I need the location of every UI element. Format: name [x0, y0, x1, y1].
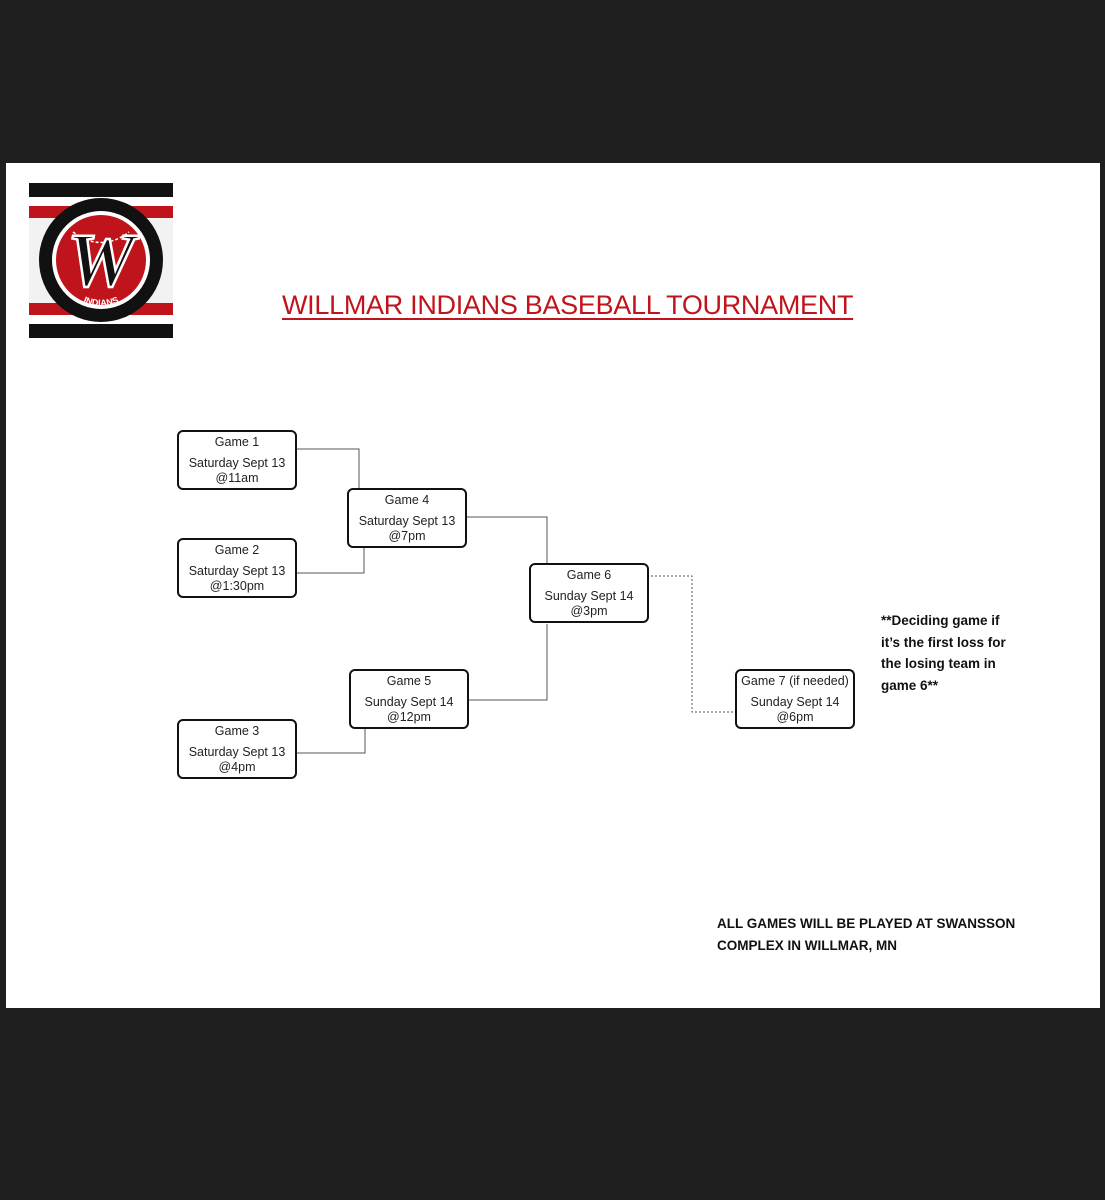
connector-game1-game4	[296, 448, 360, 488]
game-date: Saturday Sept 13	[358, 514, 456, 528]
connector-game5-game6	[467, 624, 548, 701]
game-2-box: Game 2 Saturday Sept 13 @1:30pm	[177, 538, 297, 598]
game-date: Sunday Sept 14	[364, 695, 454, 709]
logo-graphic: WILLMAR INDIANS W	[29, 183, 173, 338]
game-time: @7pm	[388, 529, 426, 543]
bracket-sheet: WILLMAR INDIANS W WILLMAR INDIANS BASEBA…	[6, 163, 1100, 1008]
page-title: WILLMAR INDIANS BASEBALL TOURNAMENT	[282, 290, 854, 320]
game-time: @12pm	[387, 710, 431, 724]
game-time: @1:30pm	[209, 579, 265, 593]
game-time: @6pm	[776, 710, 814, 724]
game-time: @11am	[215, 471, 259, 485]
game-name: Game 4	[384, 493, 430, 507]
game-date: Saturday Sept 13	[188, 456, 286, 470]
game-3-box: Game 3 Saturday Sept 13 @4pm	[177, 719, 297, 779]
game-1-box: Game 1 Saturday Sept 13 @11am	[177, 430, 297, 490]
game-name: Game 1	[214, 435, 260, 449]
connector-game3-game5	[296, 729, 366, 754]
game-5-box: Game 5 Sunday Sept 14 @12pm	[349, 669, 469, 729]
game-name: Game 5	[386, 674, 432, 688]
game-date: Sunday Sept 14	[544, 589, 634, 603]
game-4-box: Game 4 Saturday Sept 13 @7pm	[347, 488, 467, 548]
game-time: @3pm	[570, 604, 608, 618]
bracket-connectors	[296, 448, 735, 754]
game-date: Saturday Sept 13	[188, 745, 286, 759]
team-logo: WILLMAR INDIANS W	[29, 183, 173, 338]
game-name: Game 3	[214, 724, 260, 738]
venue-footer: ALL GAMES WILL BE PLAYED AT SWANSSON COM…	[717, 916, 1016, 953]
game-name: Game 2	[214, 543, 260, 557]
game-date: Saturday Sept 13	[188, 564, 286, 578]
game-name: Game 6	[566, 568, 612, 582]
logo-top-text: WILLMAR	[72, 201, 129, 219]
game-date: Sunday Sept 14	[750, 695, 840, 709]
game-name: Game 7 (if needed)	[741, 674, 849, 688]
game-time: @4pm	[218, 760, 256, 774]
logo-bottom-text: INDIANS	[82, 295, 119, 308]
connector-game6-game7	[651, 575, 735, 713]
logo-letter: W	[67, 219, 140, 303]
game-6-box: Game 6 Sunday Sept 14 @3pm	[529, 563, 649, 623]
deciding-game-note: **Deciding game if it’s the first loss f…	[881, 613, 1006, 693]
connector-game4-game6	[467, 516, 548, 564]
connector-game2-game4	[296, 546, 365, 574]
game-7-box: Game 7 (if needed) Sunday Sept 14 @6pm	[735, 669, 855, 729]
